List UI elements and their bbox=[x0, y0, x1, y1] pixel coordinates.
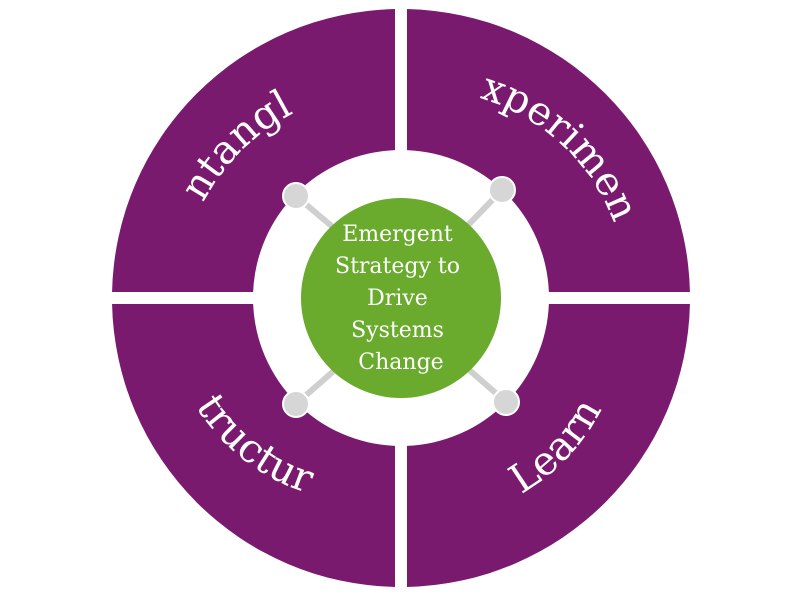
center-line-2: Strategy to bbox=[335, 254, 460, 279]
segment-learn-shape bbox=[407, 304, 690, 587]
connector-node-experiment bbox=[488, 176, 516, 204]
center-circle bbox=[301, 198, 501, 398]
center-line-1: Emergent bbox=[342, 222, 453, 247]
segment-structure-shape bbox=[112, 304, 396, 587]
center-label: Emergent Strategy to Drive Systems Chang… bbox=[335, 222, 467, 375]
connector-node-untangle bbox=[282, 182, 310, 210]
segment-untangle-shape bbox=[112, 9, 396, 293]
segment-experiment-shape bbox=[407, 9, 690, 293]
center-line-4: Systems bbox=[351, 318, 444, 343]
connector-node-learn bbox=[492, 388, 520, 416]
segment-learn: Learn bbox=[407, 304, 690, 587]
center-line-5: Change bbox=[358, 350, 443, 375]
connector-node-structure bbox=[282, 390, 310, 418]
center-line-3: Drive bbox=[367, 286, 428, 311]
